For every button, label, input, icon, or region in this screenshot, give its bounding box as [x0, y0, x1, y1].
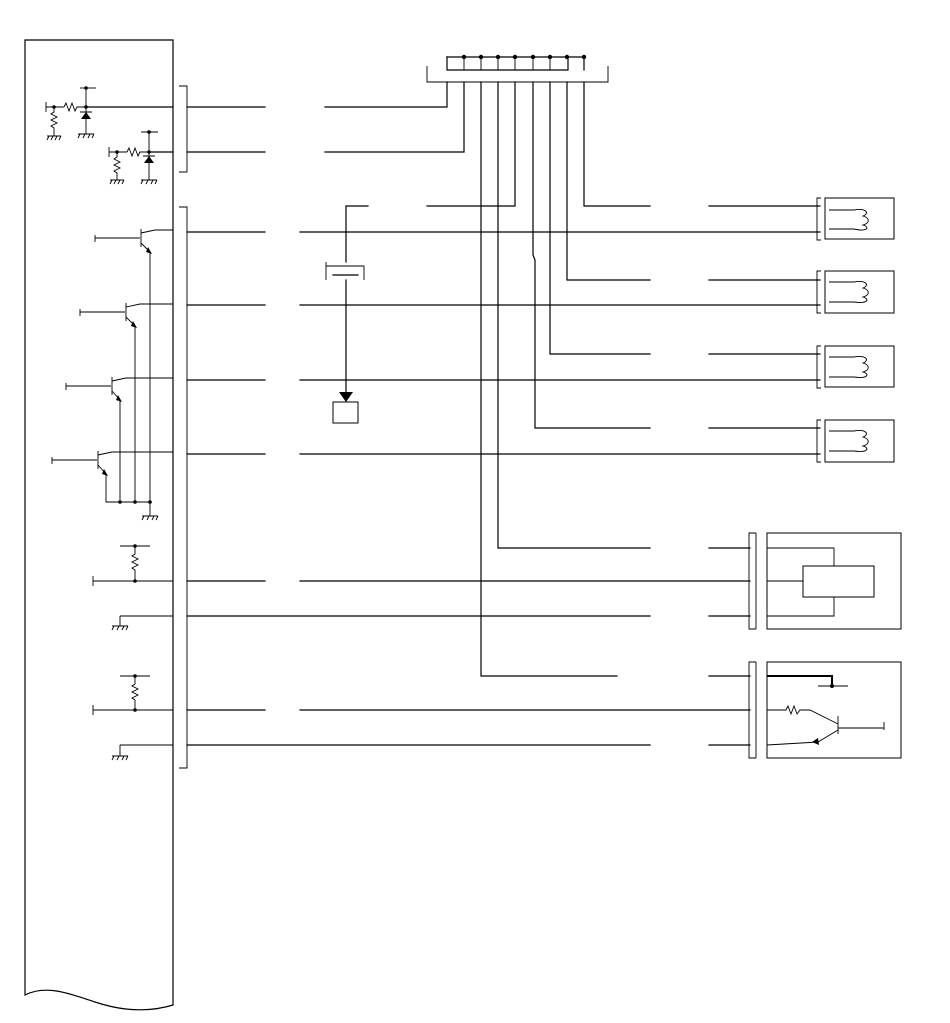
- sensor-a: [748, 532, 902, 630]
- sensor-ground-b: [111, 744, 173, 761]
- wire-connector-to-solenoid-4-feed: [532, 81, 821, 429]
- wire-connector-to-sensor-a: [497, 81, 751, 549]
- inline-fuse: [325, 262, 365, 402]
- top-connector-pins: [461, 54, 570, 70]
- solenoid-4: [816, 419, 895, 463]
- wire-module-input-1: [186, 81, 448, 108]
- sensor-b: [748, 661, 902, 759]
- wire-connector-to-fuse: [345, 81, 516, 263]
- top-connector: [426, 54, 609, 83]
- solenoid-3: [816, 345, 895, 389]
- input-circuit-2: [108, 130, 174, 185]
- driver-transistor-1: [94, 229, 173, 502]
- solenoid-1: [816, 197, 895, 241]
- input-circuit-1: [45, 86, 174, 141]
- sensor-input-circuit-b: [92, 674, 173, 715]
- driver-transistor-3: [65, 377, 173, 502]
- sensor-input-circuit-a: [92, 544, 173, 586]
- sensor-ground-a: [111, 615, 173, 631]
- wire-connector-to-solenoid-1-feed: [566, 54, 821, 207]
- driver-common-ground: [118, 500, 159, 521]
- ground-point-box: [332, 401, 359, 424]
- wire-connector-to-solenoid-2-feed: [566, 81, 821, 281]
- driver-transistor-2: [79, 303, 173, 502]
- driver-transistor-4: [51, 451, 173, 503]
- wire-connector-to-solenoid-3-feed: [549, 81, 821, 355]
- wire-module-input-2: [186, 81, 465, 153]
- module-connector-bracket-lower: [179, 206, 188, 769]
- solenoid-2: [816, 270, 895, 314]
- wire-connector-to-sensor-b: [480, 81, 751, 677]
- control-module: [24, 39, 174, 1011]
- module-connector-bracket-upper: [179, 85, 188, 173]
